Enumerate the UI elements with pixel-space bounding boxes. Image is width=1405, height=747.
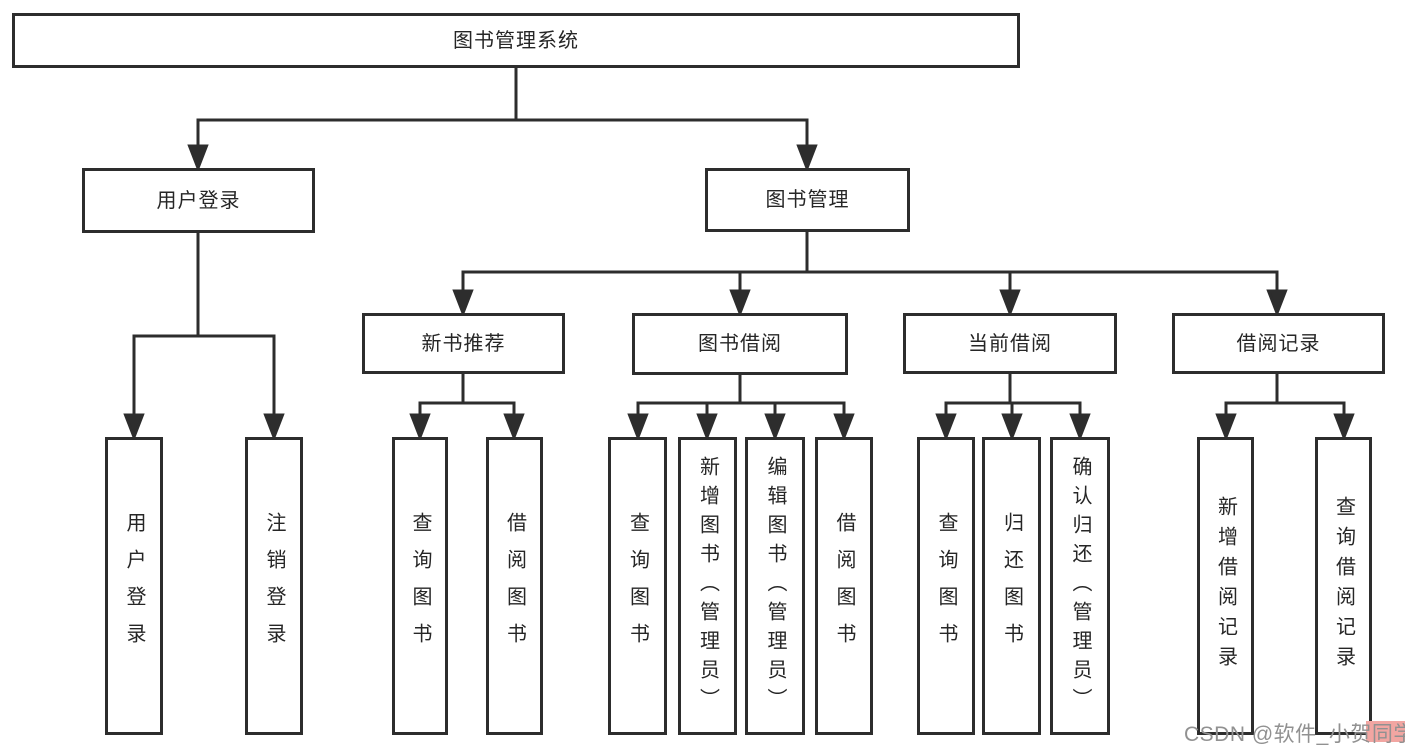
- leaf-br-add-record: 新增借阅记录: [1197, 437, 1254, 735]
- arrowhead-icon: [999, 289, 1021, 318]
- arrowhead-icon: [503, 413, 525, 442]
- arrowhead-icon: [1333, 413, 1355, 442]
- leaf-cb-confirm-return-admin: 确认归还（管理员）: [1050, 437, 1110, 735]
- leaf-cb-return-books: 归还图书: [982, 437, 1041, 735]
- node-user-login: 用户登录: [82, 168, 315, 233]
- leaf-logout: 注销登录: [245, 437, 303, 735]
- arrowhead-icon: [452, 289, 474, 318]
- leaf-nbr-borrow-books: 借阅图书: [486, 437, 543, 735]
- arrowhead-icon: [833, 413, 855, 442]
- leaf-nbr-query-books: 查询图书: [392, 437, 448, 735]
- arrowhead-icon: [263, 413, 285, 442]
- node-book-borrowing: 图书借阅: [632, 313, 848, 375]
- leaf-user-login: 用户登录: [105, 437, 163, 735]
- leaf-bb-add-books-admin: 新增图书（管理员）: [678, 437, 737, 735]
- arrowhead-icon: [1215, 413, 1237, 442]
- leaf-br-query-record: 查询借阅记录: [1315, 437, 1372, 735]
- arrowhead-icon: [696, 413, 718, 442]
- leaf-bb-borrow-books: 借阅图书: [815, 437, 873, 735]
- arrowhead-icon: [123, 413, 145, 442]
- node-book-management: 图书管理: [705, 168, 910, 232]
- arrowhead-icon: [409, 413, 431, 442]
- arrowhead-icon: [935, 413, 957, 442]
- watermark-highlight: [1366, 721, 1405, 742]
- connector-lines: [123, 66, 1355, 442]
- arrowhead-icon: [1069, 413, 1091, 442]
- leaf-cb-query-books: 查询图书: [917, 437, 975, 735]
- arrowhead-icon: [187, 144, 209, 173]
- node-new-book-recommend: 新书推荐: [362, 313, 565, 374]
- watermark: CSDN @软件_小贺同学: [1184, 723, 1405, 746]
- node-borrowing-records: 借阅记录: [1172, 313, 1385, 374]
- node-current-borrowing: 当前借阅: [903, 313, 1117, 374]
- leaf-bb-query-books: 查询图书: [608, 437, 667, 735]
- arrowhead-icon: [796, 144, 818, 173]
- arrowhead-icon: [729, 289, 751, 318]
- arrowhead-icon: [764, 413, 786, 442]
- leaf-bb-edit-books-admin: 编辑图书（管理员）: [745, 437, 805, 735]
- arrowhead-icon: [1266, 289, 1288, 318]
- node-library-management-system: 图书管理系统: [12, 13, 1020, 68]
- arrowhead-icon: [1001, 413, 1023, 442]
- arrowhead-icon: [627, 413, 649, 442]
